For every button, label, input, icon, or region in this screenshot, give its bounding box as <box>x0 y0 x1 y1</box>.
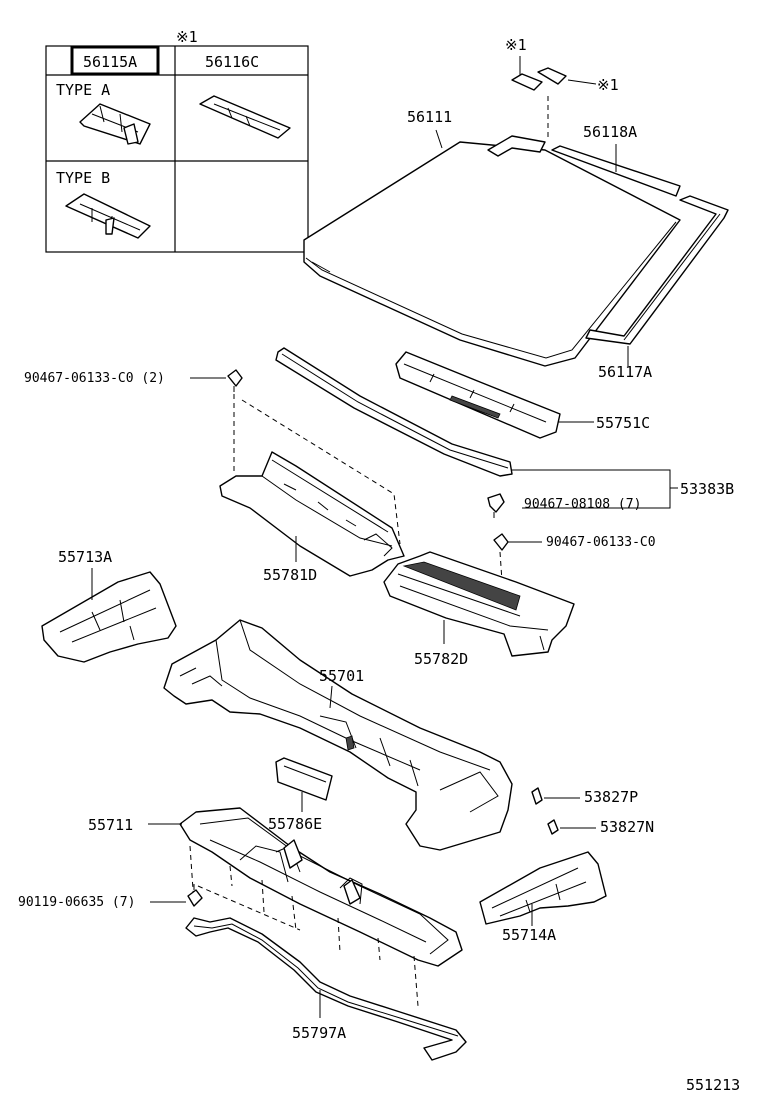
label-55713A[interactable]: 55713A <box>58 548 112 566</box>
part-90467-06133-clip-top[interactable]: 90467-06133-C0 (2) <box>24 369 401 545</box>
table-header-56115A[interactable]: 56115A <box>83 53 137 71</box>
part-56111-windshield[interactable]: 56111 <box>303 108 681 367</box>
part-53383B-seal[interactable] <box>275 347 513 477</box>
label-55781D[interactable]: 55781D <box>263 566 317 584</box>
label-55797A[interactable]: 55797A <box>292 1024 346 1042</box>
table-note-mark: ※1 <box>176 28 198 46</box>
label-90119-06635[interactable]: 90119-06635 (7) <box>18 895 135 910</box>
label-53383B[interactable]: 53383B <box>680 480 734 498</box>
part-55711-lower-frame[interactable]: 55711 <box>88 807 463 1007</box>
part-90119-06635-bolt[interactable]: 90119-06635 (7) <box>18 884 203 910</box>
part-55714A-side-panel[interactable]: 55714A <box>479 851 607 944</box>
clip-type-a-drawing <box>79 103 151 145</box>
part-53827P[interactable]: 53827P <box>531 787 638 806</box>
table-frame <box>45 45 309 253</box>
part-55781D-cowl-panel[interactable]: 55781D <box>219 451 405 584</box>
clip-note-top: ※1 <box>505 36 527 54</box>
part-55701-cowl-panel[interactable]: 55701 <box>163 619 513 851</box>
label-90467-06133-top[interactable]: 90467-06133-C0 (2) <box>24 371 165 386</box>
part-56118A-weatherstrip[interactable]: 56118A <box>487 123 681 197</box>
label-55782D[interactable]: 55782D <box>414 650 468 668</box>
part-90467-06133-clip-mid[interactable]: 90467-06133-C0 <box>493 533 656 641</box>
part-55786E-insulator[interactable]: 55786E <box>268 757 333 833</box>
reference-table: ※1 56115A 56116C TYPE A TYPE B <box>45 28 309 253</box>
clip-type-b-drawing <box>65 193 151 239</box>
label-53827N[interactable]: 53827N <box>600 818 654 836</box>
label-90467-08108[interactable]: 90467-08108 (7) <box>524 497 641 512</box>
label-56111[interactable]: 56111 <box>407 108 452 126</box>
part-55751C-louver[interactable]: 55751C <box>395 351 650 439</box>
label-56118A[interactable]: 56118A <box>583 123 637 141</box>
part-55782D-ventilator[interactable]: 55782D <box>383 551 575 668</box>
clip-note-right: ※1 <box>597 76 619 94</box>
diagram-id: 551213 <box>686 1076 740 1094</box>
table-type-b-label: TYPE B <box>56 169 110 187</box>
label-55751C[interactable]: 55751C <box>596 414 650 432</box>
bracket-53383B-leader: 53383B <box>512 469 734 509</box>
windshield-clips: ※1 ※1 <box>505 36 619 140</box>
label-55711[interactable]: 55711 <box>88 816 133 834</box>
clip-56116C-drawing <box>199 95 291 139</box>
part-55713A-side-panel[interactable]: 55713A <box>41 548 177 663</box>
part-90467-08108-clip[interactable]: 90467-08108 (7) <box>487 493 641 518</box>
table-type-a-label: TYPE A <box>56 81 110 99</box>
part-55797A-seal[interactable]: 55797A <box>185 917 467 1061</box>
label-90467-06133-mid[interactable]: 90467-06133-C0 <box>546 535 656 550</box>
label-55701[interactable]: 55701 <box>319 667 364 685</box>
label-53827P[interactable]: 53827P <box>584 788 638 806</box>
part-53827N[interactable]: 53827N <box>547 818 654 836</box>
part-56117A-weatherstrip[interactable]: 56117A <box>585 195 729 381</box>
label-56117A[interactable]: 56117A <box>598 363 652 381</box>
highlight-box <box>70 45 160 76</box>
table-header-56116C[interactable]: 56116C <box>205 53 259 71</box>
label-55786E[interactable]: 55786E <box>268 815 322 833</box>
label-55714A[interactable]: 55714A <box>502 926 556 944</box>
